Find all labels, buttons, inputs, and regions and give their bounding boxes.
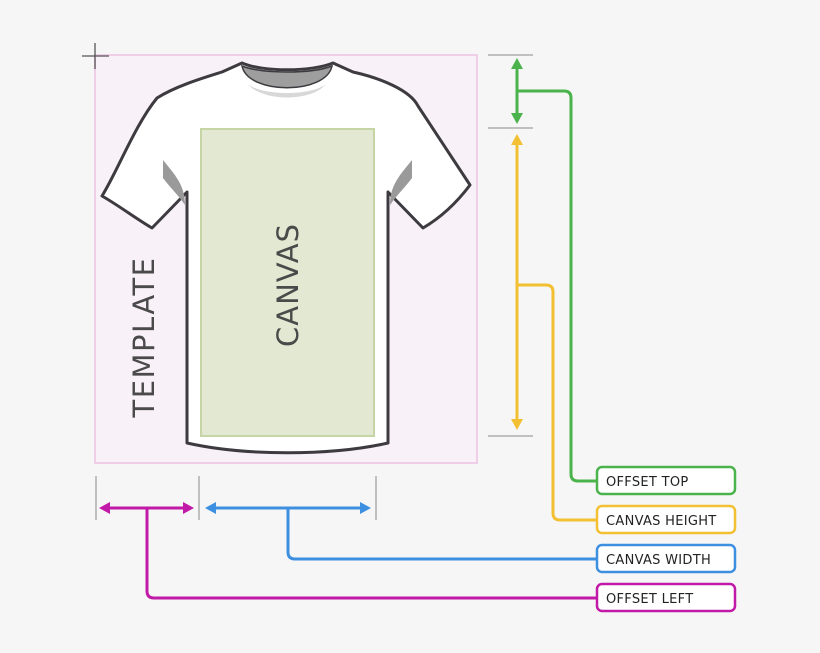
canvas-height-indicator: CANVAS HEIGHT [511, 134, 737, 535]
canvas-label: CANVAS [271, 223, 305, 347]
canvas-width-label-box [595, 543, 737, 574]
offset-left-label: OFFSET LEFT [606, 592, 693, 607]
offset-left-indicator: OFFSET LEFT [99, 502, 737, 613]
canvas-height-label: CANVAS HEIGHT [606, 514, 717, 529]
offset-left-label-box [595, 582, 737, 613]
horizontal-dimension-ticks [95, 476, 377, 520]
offset-top-indicator: OFFSET TOP [511, 58, 737, 496]
offset-top-label-box [595, 465, 737, 496]
canvas-width-indicator: CANVAS WIDTH [205, 502, 737, 574]
template-label: TEMPLATE [127, 257, 161, 419]
vertical-dimension-ticks [488, 54, 533, 437]
offset-top-label: OFFSET TOP [606, 475, 689, 490]
crosshair-icon [82, 43, 109, 69]
canvas-area [200, 128, 375, 437]
canvas-height-label-box [595, 504, 737, 535]
canvas-width-label: CANVAS WIDTH [606, 553, 711, 568]
